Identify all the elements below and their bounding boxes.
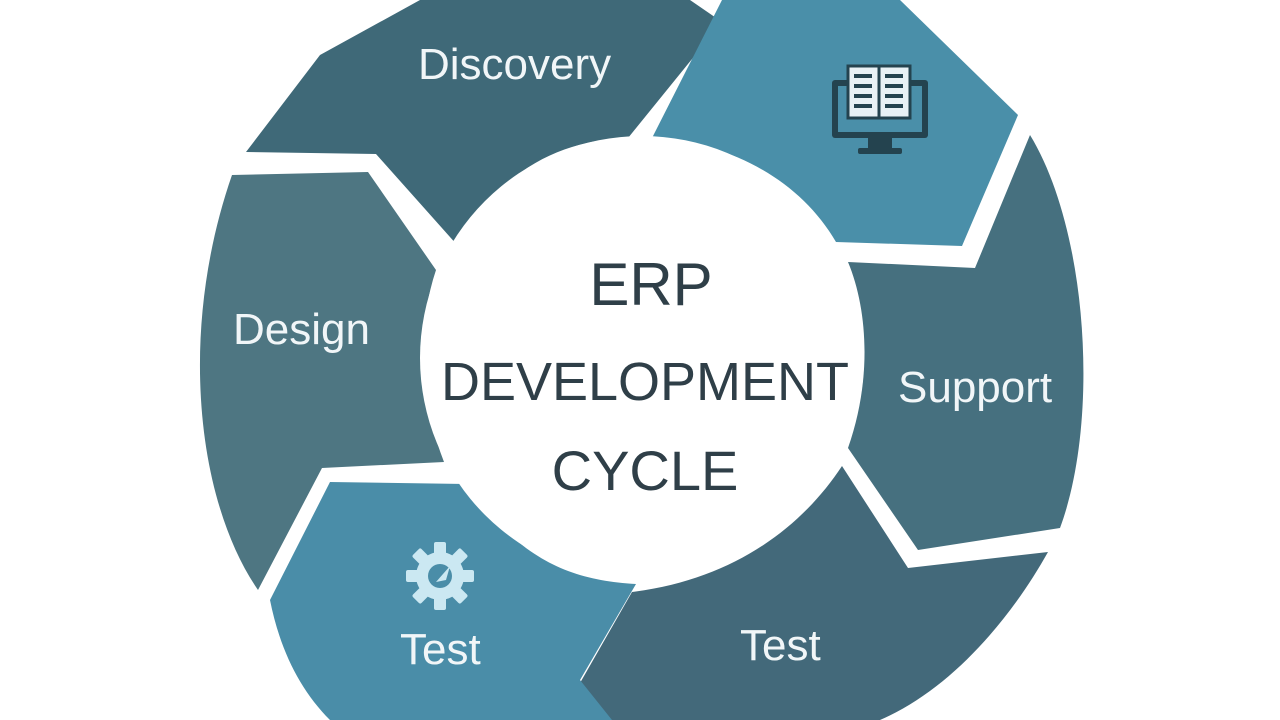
segment-design — [199, 172, 444, 590]
label-discovery: Discovery — [418, 40, 611, 89]
segment-test-right — [576, 466, 1048, 720]
segment-discovery — [246, 0, 722, 246]
center-title-line2: DEVELOPMENT — [441, 352, 849, 412]
monitor-document-icon — [832, 64, 928, 154]
gear-icon — [406, 542, 474, 610]
label-test-left: Test — [400, 625, 481, 674]
label-test-right: Test — [740, 621, 821, 670]
label-support: Support — [898, 363, 1052, 412]
center-title-line3: CYCLE — [552, 439, 739, 502]
segment-test-left — [270, 482, 636, 720]
center-circle — [420, 136, 864, 580]
label-design: Design — [233, 305, 370, 354]
segment-support — [848, 135, 1084, 550]
center-title-line1: ERP — [589, 251, 712, 318]
